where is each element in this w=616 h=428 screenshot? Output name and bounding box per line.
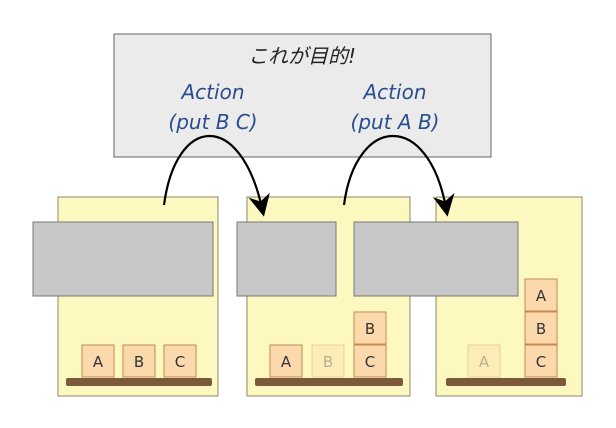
ghost-block-b: B — [311, 344, 345, 378]
svg-text:A: A — [536, 287, 547, 305]
state-panel-2: A B C B — [236, 196, 411, 397]
svg-text:B: B — [536, 320, 546, 338]
svg-text:C: C — [175, 353, 185, 371]
gray-box-2 — [236, 221, 337, 297]
block-c: C — [353, 344, 387, 378]
svg-text:B: B — [365, 320, 375, 338]
shelf-2 — [255, 378, 403, 386]
callout-title: これが目的! — [248, 44, 356, 68]
block-b: B — [122, 344, 156, 378]
block-b: B — [353, 311, 387, 345]
shelf-3 — [446, 378, 566, 386]
block-a: A — [81, 344, 115, 378]
svg-text:A: A — [93, 353, 104, 371]
goal-callout: これが目的! Action (put B C) Action (put A B) — [113, 33, 492, 158]
gray-box-1 — [32, 221, 214, 297]
svg-text:C: C — [536, 353, 546, 371]
state-panel-1: A B C — [32, 196, 219, 397]
block-a: A — [524, 278, 558, 312]
block-c: C — [524, 344, 558, 378]
action-1-label: Action — [180, 80, 245, 104]
state-panel-3: A C B A — [353, 196, 583, 397]
block-c: C — [163, 344, 197, 378]
svg-text:A: A — [479, 353, 490, 371]
svg-text:B: B — [134, 353, 144, 371]
svg-text:B: B — [323, 353, 333, 371]
block-b: B — [524, 311, 558, 345]
svg-text:A: A — [281, 353, 292, 371]
transition-arrow-1 — [162, 134, 270, 217]
block-a: A — [269, 344, 303, 378]
action-2-label: Action — [362, 80, 427, 104]
shelf-1 — [66, 378, 212, 386]
transition-arrow-2 — [342, 135, 455, 217]
action-2-args: (put A B) — [351, 110, 440, 134]
action-1-args: (put B C) — [168, 110, 257, 134]
gray-box-3 — [353, 221, 519, 297]
svg-text:C: C — [365, 353, 375, 371]
ghost-block-a: A — [467, 344, 501, 378]
